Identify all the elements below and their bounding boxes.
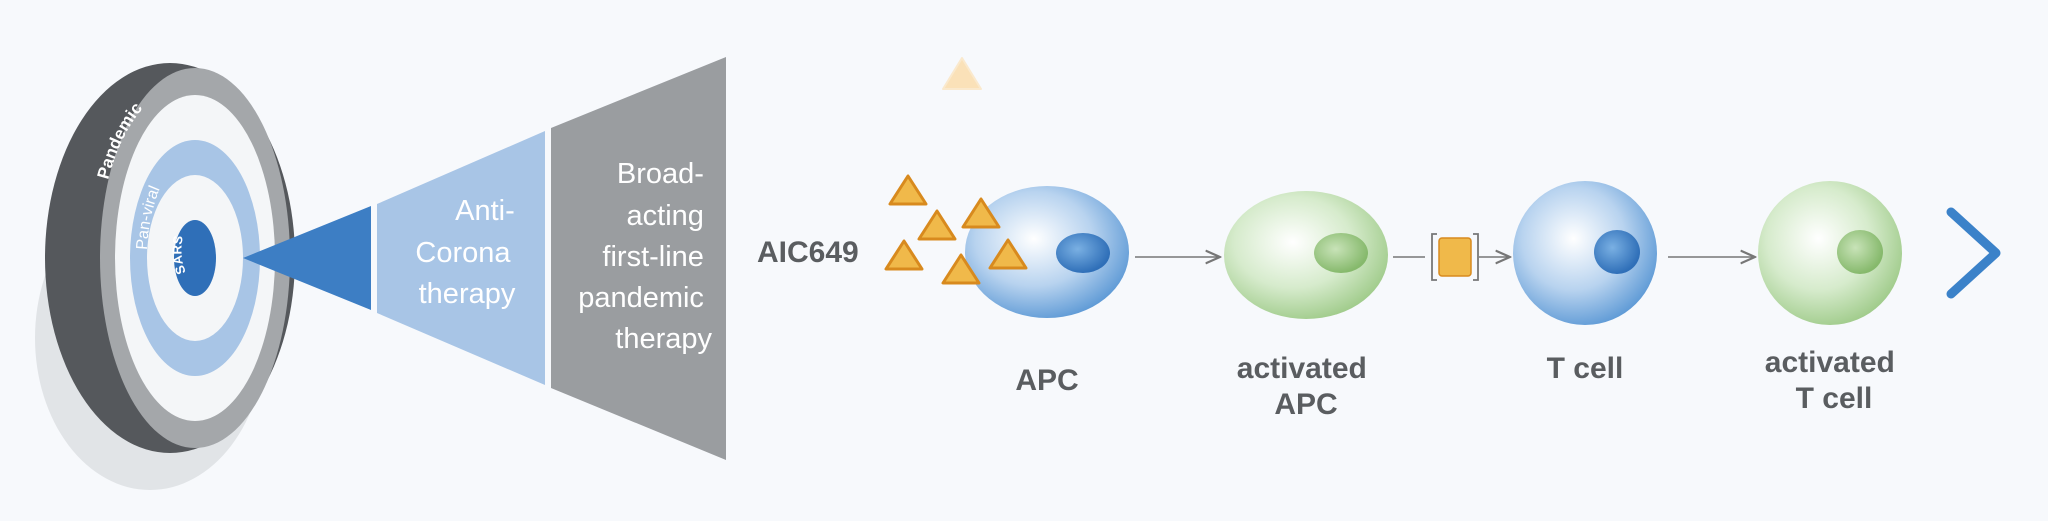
broad-acting-text: Broad- acting first-line pandemic therap… bbox=[578, 158, 712, 355]
immune-pathway: AIC649 APC activated APC bbox=[757, 57, 2001, 421]
funnel-broad-acting bbox=[551, 57, 726, 460]
faded-triangle bbox=[942, 57, 982, 90]
triangle bbox=[988, 238, 1028, 270]
cell-activated-apc bbox=[1224, 191, 1388, 319]
t-cell-body bbox=[1513, 181, 1657, 325]
label-activated-t-cell: activated T cell bbox=[1765, 346, 1903, 415]
t-cell-nucleus bbox=[1594, 230, 1640, 274]
target-rings: Pandemic Pan-viral SARS bbox=[35, 63, 295, 490]
activated-apc-body bbox=[1224, 191, 1388, 319]
ring-sars bbox=[174, 220, 216, 296]
cell-apc bbox=[965, 186, 1129, 318]
triangle bbox=[961, 197, 1001, 229]
therapy-funnel: Anti- Corona therapy Broad- acting first… bbox=[243, 57, 726, 460]
activated-t-cell-body bbox=[1758, 181, 1902, 325]
activated-apc-nucleus bbox=[1314, 233, 1368, 273]
funnel-anti-corona bbox=[377, 131, 545, 385]
compound-label: AIC649 bbox=[757, 236, 859, 269]
triangle bbox=[884, 239, 924, 271]
label-apc: APC bbox=[1015, 364, 1078, 397]
compound-triangles bbox=[884, 174, 1028, 285]
triangle bbox=[917, 209, 957, 241]
apc-nucleus bbox=[1056, 233, 1110, 273]
label-activated-apc: activated APC bbox=[1237, 352, 1375, 421]
apc-body bbox=[965, 186, 1129, 318]
signal-square bbox=[1438, 237, 1472, 277]
funnel-tip bbox=[243, 206, 371, 310]
activated-t-cell-nucleus bbox=[1837, 230, 1883, 274]
bracket-left bbox=[1431, 233, 1437, 281]
cell-activated-t-cell bbox=[1758, 181, 1902, 325]
chevron-right-icon[interactable] bbox=[1946, 207, 2001, 299]
triangle bbox=[941, 253, 981, 285]
bracket-right bbox=[1473, 233, 1479, 281]
triangle bbox=[888, 174, 928, 206]
label-t-cell: T cell bbox=[1547, 352, 1624, 385]
cell-t-cell bbox=[1513, 181, 1657, 325]
anti-corona-text: Anti- Corona therapy bbox=[415, 195, 522, 310]
